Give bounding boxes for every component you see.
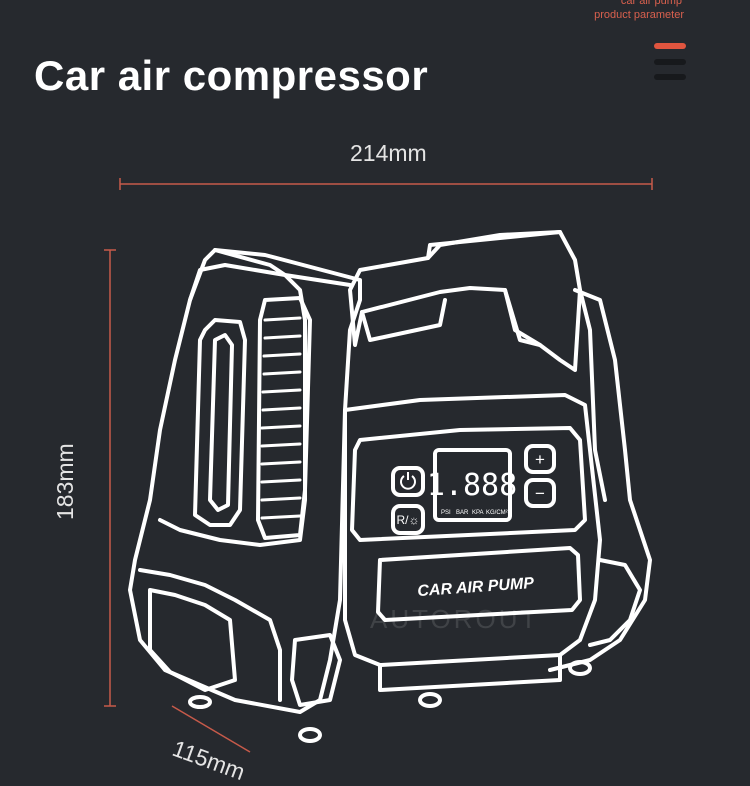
nav-bar-3[interactable] — [654, 74, 686, 80]
dimension-lines — [104, 178, 653, 753]
minus-button-label: − — [535, 484, 545, 503]
nav-bar-active[interactable] — [654, 43, 686, 49]
width-dimension-label: 214mm — [350, 140, 427, 166]
unit-kpa: KPA — [472, 510, 484, 516]
unit-psi: PSI — [441, 510, 451, 516]
plus-button-label: + — [535, 450, 545, 469]
unit-kgcm: KG/CM² — [486, 510, 508, 516]
power-icon — [400, 472, 416, 490]
device-outline — [128, 230, 652, 743]
brand-plate-text: CAR AIR PUMP — [417, 575, 535, 600]
compressor-illustration: 1.888 PSI BAR KPA KG/CM² R/☼ + − CAR AIR… — [104, 178, 653, 753]
unit-bar: BAR — [456, 510, 469, 516]
nav-bar-2[interactable] — [654, 59, 686, 65]
product-parameter-label: product parameter — [594, 9, 684, 21]
top-label: car air pump — [620, 0, 682, 7]
page-title: Car air compressor — [34, 52, 429, 100]
mode-button-label: R/☼ — [397, 513, 420, 527]
lcd-reading: 1.888 — [427, 468, 517, 503]
watermark: AUTOROUT — [370, 604, 540, 634]
